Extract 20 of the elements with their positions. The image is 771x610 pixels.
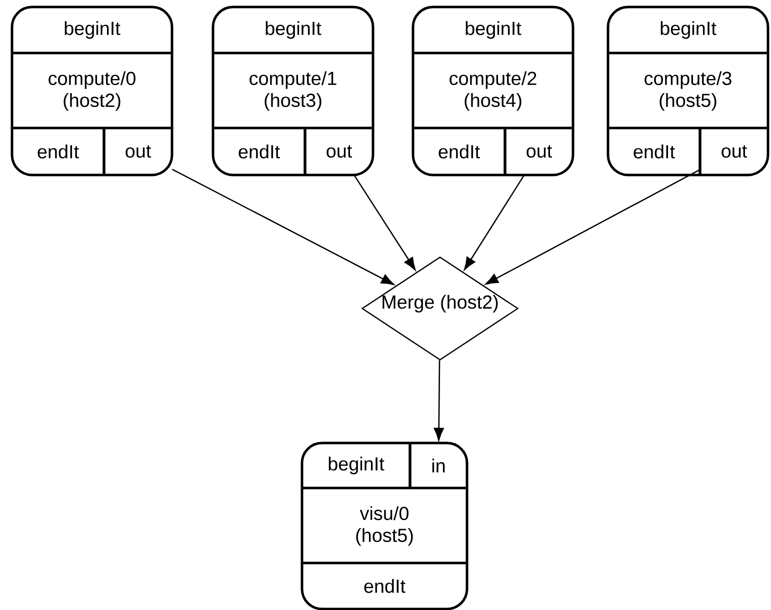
port-cell: beginIt [64,21,120,39]
arrow [464,174,525,270]
port-cell: beginIt [466,21,522,39]
port-cell: beginIt [266,21,322,39]
port-cell: endIt [364,579,406,593]
port-cell: endIt [38,144,79,158]
port-cell: out [722,145,748,158]
port-cell: endIt [438,144,480,158]
arrow [434,360,444,441]
port-cell: beginIt [328,456,384,474]
port-cell: out [526,145,552,158]
port-cell: out [126,145,152,158]
arrow [354,174,416,270]
port-cell: in [432,458,445,472]
arrow [172,168,394,285]
port-cell: beginIt [660,21,716,39]
port-cell: endIt [634,144,675,158]
port-cell: out [326,145,352,158]
arrow [485,169,700,285]
port-cell: endIt [238,144,280,158]
